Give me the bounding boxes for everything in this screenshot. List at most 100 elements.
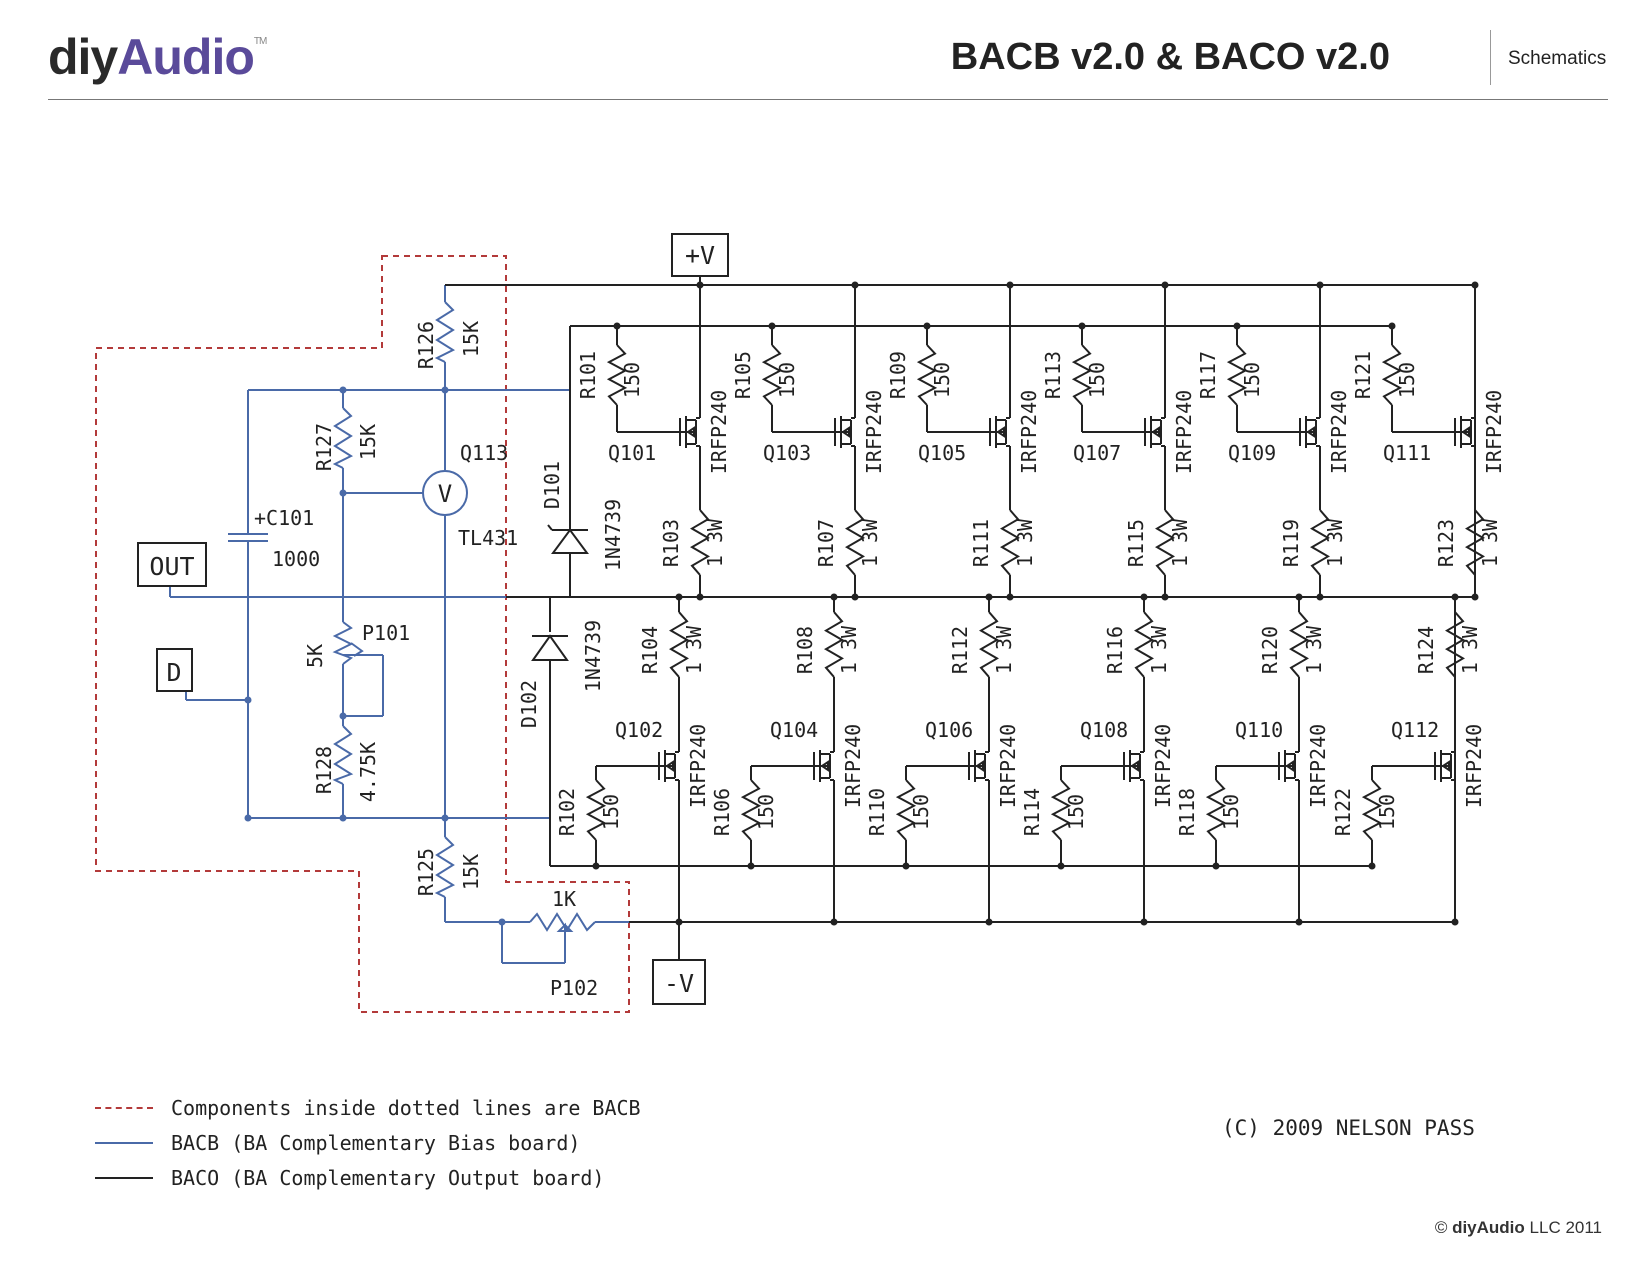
junction — [1140, 918, 1148, 926]
diyaudio-logo: diyAudioTM — [48, 29, 267, 85]
neg-v-label: -V — [664, 969, 694, 998]
mosfet-lower-6 — [1434, 750, 1452, 782]
q-ref-lower: Q106 — [925, 718, 973, 742]
p102-ref: P102 — [550, 976, 598, 1000]
mosfet-lower-4 — [1123, 750, 1141, 782]
junction — [1295, 593, 1303, 601]
gate-resistor-upper-3 — [916, 344, 938, 406]
junction — [1233, 322, 1241, 330]
gate-val-lower: 150 — [1375, 794, 1399, 830]
src-val-lower: 1 3W — [1458, 625, 1482, 674]
r126-resistor — [434, 301, 456, 363]
q-ref-lower: Q110 — [1235, 718, 1283, 742]
junction — [1388, 322, 1396, 330]
src-ref-upper: R115 — [1124, 519, 1148, 567]
src-ref-upper: R107 — [814, 519, 838, 567]
q-ref-lower: Q112 — [1391, 718, 1439, 742]
src-val-lower: 1 3W — [682, 625, 706, 674]
r127-resistor — [332, 407, 354, 469]
gate-ref-lower: R106 — [710, 788, 734, 836]
q113-ref: Q113 — [460, 441, 508, 465]
gate-resistor-lower-1 — [585, 779, 607, 841]
part-lower: IRFP240 — [1151, 724, 1175, 808]
gate-resistor-lower-5 — [1205, 779, 1227, 841]
d101-part: 1N4739 — [601, 499, 625, 571]
junction — [1057, 862, 1065, 870]
junction — [830, 593, 838, 601]
gate-val-upper: 150 — [620, 362, 644, 398]
src-val-upper: 1 3W — [1323, 518, 1347, 567]
src-val-upper: 1 3W — [1478, 518, 1502, 567]
gate-resistor-lower-4 — [1050, 779, 1072, 841]
tl431-symbol — [422, 470, 468, 516]
gate-ref-upper: R105 — [731, 351, 755, 399]
junction — [1471, 281, 1479, 289]
gate-ref-upper: R113 — [1041, 351, 1065, 399]
gate-val-lower: 150 — [909, 794, 933, 830]
d101-diode — [551, 528, 589, 554]
source-resistor-upper-4 — [1155, 509, 1175, 576]
p101-value: 5K — [303, 644, 327, 668]
junction — [1078, 322, 1086, 330]
src-val-lower: 1 3W — [1302, 625, 1326, 674]
tl431-symbol-letter: V — [438, 480, 452, 508]
part-upper: IRFP240 — [1172, 390, 1196, 474]
d101-ref: D101 — [540, 461, 564, 509]
gate-ref-lower: R118 — [1175, 788, 1199, 836]
out-terminal — [137, 542, 207, 587]
junction — [923, 322, 931, 330]
q-ref-lower: Q102 — [615, 718, 663, 742]
q-ref-upper: Q105 — [918, 441, 966, 465]
section-label: Schematics — [1508, 48, 1607, 69]
d-terminal — [156, 648, 193, 692]
p101-wiper — [350, 642, 364, 657]
gate-ref-lower: R122 — [1331, 788, 1355, 836]
q-ref-upper: Q111 — [1383, 441, 1431, 465]
junction — [1006, 593, 1014, 601]
src-val-upper: 1 3W — [858, 518, 882, 567]
gate-val-lower: 150 — [1219, 794, 1243, 830]
d102-part: 1N4739 — [581, 620, 605, 692]
gate-val-upper: 150 — [1085, 362, 1109, 398]
r127-ref: R127 — [312, 423, 336, 471]
mosfet-lower-3 — [968, 750, 986, 782]
mosfet-upper-6 — [1454, 416, 1472, 448]
gate-ref-lower: R102 — [555, 788, 579, 836]
gate-ref-lower: R110 — [865, 788, 889, 836]
r125-ref: R125 — [414, 848, 438, 896]
legend-row-baco: BACO (BA Complementary Output board) — [95, 1160, 641, 1195]
header-divider — [1490, 30, 1491, 85]
q-ref-lower: Q108 — [1080, 718, 1128, 742]
part-upper: IRFP240 — [707, 390, 731, 474]
zener-diodes — [531, 524, 589, 661]
junction — [675, 918, 683, 926]
source-resistor-upper-5 — [1310, 509, 1330, 576]
gate-resistor-upper-5 — [1226, 344, 1248, 406]
r125-value: 15K — [459, 854, 483, 890]
out-label: OUT — [149, 552, 194, 581]
src-val-lower: 1 3W — [1147, 625, 1171, 674]
junction — [985, 593, 993, 601]
junction — [1316, 281, 1324, 289]
q-ref-upper: Q109 — [1228, 441, 1276, 465]
legend: Components inside dotted lines are BACB … — [95, 1090, 641, 1195]
document-title: BACB v2.0 & BACO v2.0 — [950, 36, 1390, 78]
gate-val-lower: 150 — [599, 794, 623, 830]
src-ref-lower: R108 — [793, 626, 817, 674]
src-ref-lower: R124 — [1414, 626, 1438, 674]
c101-ref: +C101 — [254, 506, 314, 530]
part-lower: IRFP240 — [686, 724, 710, 808]
src-ref-lower: R104 — [638, 626, 662, 674]
junction — [1471, 593, 1479, 601]
src-val-lower: 1 3W — [992, 625, 1016, 674]
source-resistor-upper-2 — [845, 509, 865, 576]
junction — [1212, 862, 1220, 870]
q-ref-upper: Q101 — [608, 441, 656, 465]
neg-v-terminal — [652, 959, 706, 1005]
source-resistor-upper-6 — [1465, 509, 1485, 576]
gate-val-lower: 150 — [754, 794, 778, 830]
